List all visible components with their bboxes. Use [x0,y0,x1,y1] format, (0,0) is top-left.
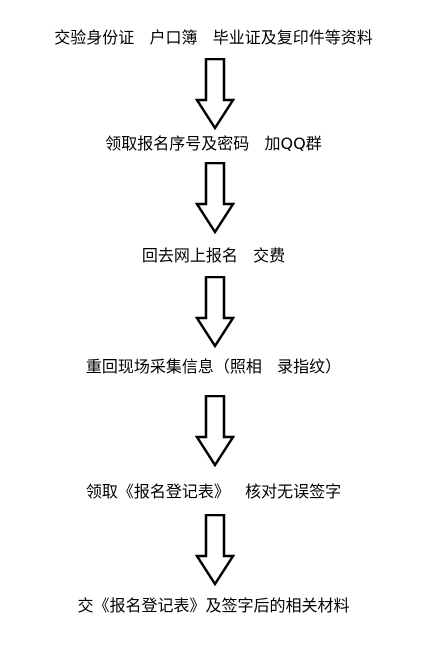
step-2-receive-number: 领取报名序号及密码 加QQ群 [105,134,322,153]
down-arrow-icon [195,58,235,130]
step-1-submit-documents: 交验身份证 户口簿 毕业证及复印件等资料 [54,28,373,47]
down-arrow-icon [195,162,235,234]
down-arrow-icon [195,276,235,348]
step-4-onsite-collection: 重回现场采集信息（照相 录指纹） [85,357,342,376]
step-3-online-registration: 回去网上报名 交费 [141,246,286,265]
down-arrow-icon [195,395,235,467]
step-6-submit-form: 交《报名登记表》及签字后的相关材料 [77,596,350,615]
step-5-receive-form: 领取《报名登记表》 核对无误签字 [85,482,342,501]
down-arrow-icon [195,514,235,586]
